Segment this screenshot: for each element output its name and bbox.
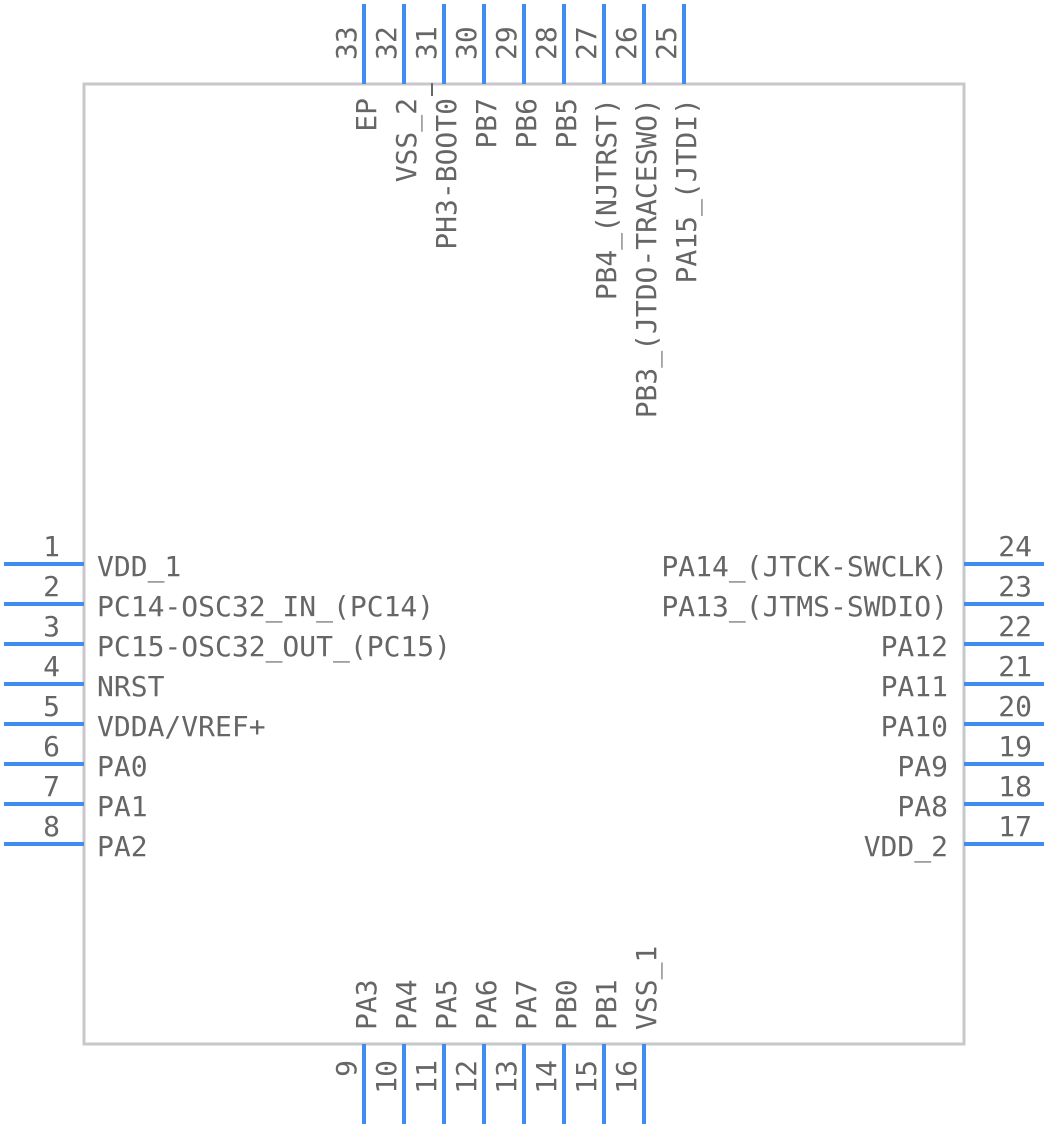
pin-32-number: 32 bbox=[370, 26, 403, 60]
pin-7-number: 7 bbox=[43, 770, 60, 803]
pin-16-number: 16 bbox=[610, 1060, 643, 1094]
pin-29-name: PB6 bbox=[510, 98, 543, 149]
pin-29-number: 29 bbox=[490, 26, 523, 60]
pin-31-number: 31 bbox=[410, 26, 443, 60]
pin-23-number: 23 bbox=[998, 570, 1032, 603]
pin-21-number: 21 bbox=[998, 650, 1032, 683]
pin-12-number: 12 bbox=[450, 1060, 483, 1094]
pin-23-name: PA13_(JTMS-SWDIO) bbox=[661, 590, 948, 624]
pin-3-number: 3 bbox=[43, 610, 60, 643]
pin-22-number: 22 bbox=[998, 610, 1032, 643]
pin-18-name: PA8 bbox=[897, 790, 948, 823]
pin-3-name: PC15-OSC32_OUT_(PC15) bbox=[97, 630, 451, 664]
pin-4-name: NRST bbox=[97, 670, 165, 703]
pin-5-number: 5 bbox=[43, 690, 60, 723]
pin-31-name: PH3-BOOT0 bbox=[430, 98, 463, 250]
ic-body bbox=[82, 82, 966, 1046]
pin-17-number: 17 bbox=[998, 810, 1032, 843]
pin-28-name: PB5 bbox=[550, 98, 583, 149]
pin-11-number: 11 bbox=[410, 1060, 443, 1094]
pin-9-name: PA3 bbox=[350, 979, 383, 1030]
pin-14-name: PB0 bbox=[550, 979, 583, 1030]
pin-6-name: PA0 bbox=[97, 750, 148, 783]
pin-2-name: PC14-OSC32_IN_(PC14) bbox=[97, 590, 434, 624]
pin-13-name: PA7 bbox=[510, 979, 543, 1030]
pin-30-number: 30 bbox=[450, 26, 483, 60]
pin-26-number: 26 bbox=[610, 26, 643, 60]
pin-26-name: PB3_(JTDO-TRACESWO) bbox=[630, 98, 664, 418]
pin-6-number: 6 bbox=[43, 730, 60, 763]
pin-24-number: 24 bbox=[998, 530, 1032, 563]
pin-17-name: VDD_2 bbox=[864, 830, 948, 864]
pin-13-number: 13 bbox=[490, 1060, 523, 1094]
pin-28-number: 28 bbox=[530, 26, 563, 60]
pin-1-number: 1 bbox=[43, 530, 60, 563]
pin-2-number: 2 bbox=[43, 570, 60, 603]
pin-19-name: PA9 bbox=[897, 750, 948, 783]
pin-25-name: PA15_(JTDI) bbox=[670, 98, 704, 283]
pin-33-name: EP bbox=[350, 98, 383, 132]
pin-4-number: 4 bbox=[43, 650, 60, 683]
pin-10-name: PA4 bbox=[390, 979, 423, 1030]
pin-19-number: 19 bbox=[998, 730, 1032, 763]
pin-24-name: PA14_(JTCK-SWCLK) bbox=[661, 550, 948, 584]
pin-11-name: PA5 bbox=[430, 979, 463, 1030]
pin-7-name: PA1 bbox=[97, 790, 148, 823]
pin-18-number: 18 bbox=[998, 770, 1032, 803]
pin-8-name: PA2 bbox=[97, 830, 148, 863]
pin-33-number: 33 bbox=[330, 26, 363, 60]
pin-15-number: 15 bbox=[570, 1060, 603, 1094]
pin-21-name: PA11 bbox=[881, 670, 948, 703]
pin-20-name: PA10 bbox=[881, 710, 948, 743]
pin-5-name: VDDA/VREF+ bbox=[97, 710, 266, 743]
pin-15-name: PB1 bbox=[590, 979, 623, 1030]
pin-22-name: PA12 bbox=[881, 630, 948, 663]
pin-10-number: 10 bbox=[370, 1060, 403, 1094]
pin-20-number: 20 bbox=[998, 690, 1032, 723]
pin-25-number: 25 bbox=[650, 26, 683, 60]
pin-1-name: VDD_1 bbox=[97, 550, 181, 584]
pin-27-number: 27 bbox=[570, 26, 603, 60]
pin-16-name: VSS_1 bbox=[630, 946, 664, 1030]
pin-27-name: PB4_(NJTRST) bbox=[590, 98, 624, 300]
pin-30-name: PB7 bbox=[470, 98, 503, 149]
pin-9-number: 9 bbox=[330, 1060, 363, 1077]
pin-8-number: 8 bbox=[43, 810, 60, 843]
pin-14-number: 14 bbox=[530, 1060, 563, 1094]
pin-32-name: VSS_2 bbox=[390, 98, 424, 182]
pin-12-name: PA6 bbox=[470, 979, 503, 1030]
